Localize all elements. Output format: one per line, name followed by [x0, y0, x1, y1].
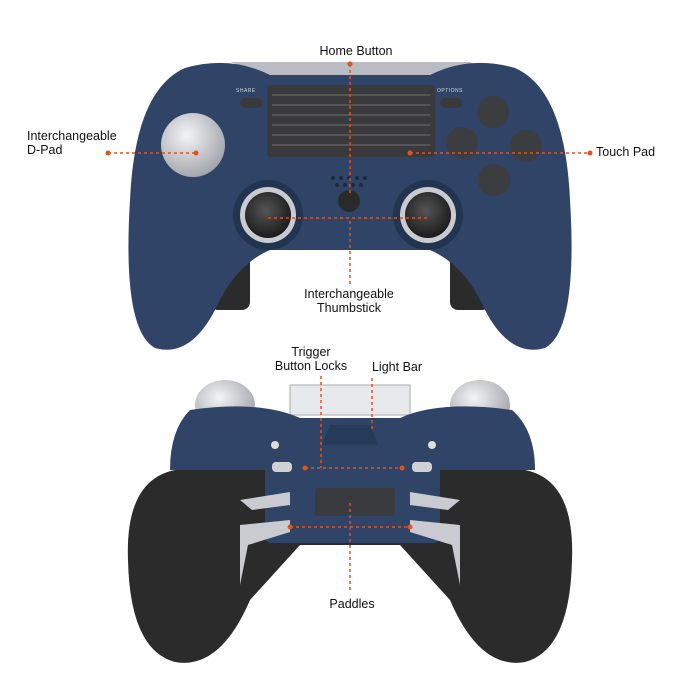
- callout-lines: [108, 64, 590, 590]
- options-text: OPTIONS: [437, 88, 464, 94]
- callout-thumbstick-line2: Thumbstick: [317, 301, 381, 315]
- callout-paddles: Paddles: [329, 597, 375, 611]
- callout-trigger-locks: Trigger Button Locks: [275, 345, 347, 373]
- controller-front: [128, 62, 572, 350]
- callout-trigger-line2: Button Locks: [274, 359, 348, 373]
- callout-dpad: Interchangeable D-Pad: [27, 129, 117, 157]
- share-text: SHARE: [236, 88, 256, 94]
- controller-back: [127, 380, 573, 663]
- callout-dpad-line2: D-Pad: [27, 143, 63, 157]
- callout-home-button: Home Button: [319, 44, 393, 58]
- callout-light-bar: Light Bar: [371, 360, 423, 374]
- callout-touch-pad: Touch Pad: [596, 145, 656, 159]
- callout-dpad-line1: Interchangeable: [27, 129, 117, 143]
- callout-thumbstick-line1: Interchangeable: [304, 287, 394, 301]
- callout-trigger-line1: Trigger: [291, 345, 331, 359]
- callout-thumbstick: Interchangeable Thumbstick: [304, 287, 394, 315]
